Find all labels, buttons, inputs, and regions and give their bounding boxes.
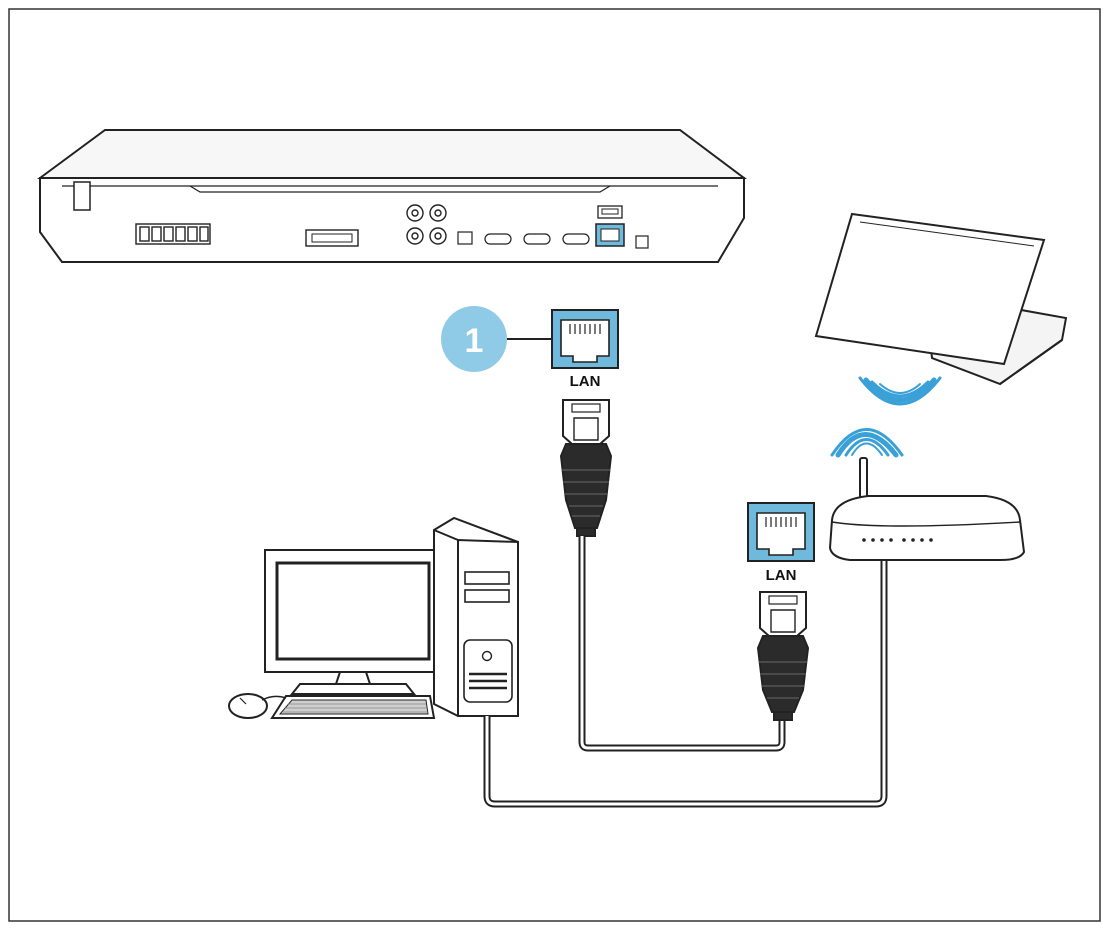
- computer-monitor: [264, 549, 441, 695]
- wifi-signal-tablet: [858, 376, 942, 406]
- callout-badge: [441, 306, 507, 372]
- lan-port-icon-router: [747, 502, 815, 562]
- rca-jacks: [406, 204, 447, 245]
- wireless-router: [828, 457, 1026, 561]
- lan-label-player: LAN: [570, 373, 601, 390]
- ethernet-plug-player: [559, 399, 613, 537]
- tablet-device: [814, 212, 1068, 386]
- computer-tower: [433, 516, 519, 717]
- speaker-terminals: [135, 223, 211, 245]
- lan-label-router: LAN: [766, 567, 797, 584]
- player-device: [36, 129, 747, 263]
- callout-group: 1: [441, 306, 554, 372]
- callout-number: 1: [465, 322, 484, 360]
- wifi-signal-router: [830, 428, 904, 458]
- keyboard: [270, 695, 436, 719]
- ethernet-plug-router: [756, 591, 810, 721]
- lan-port-icon-player: [551, 309, 619, 369]
- computer-mouse: [228, 693, 287, 719]
